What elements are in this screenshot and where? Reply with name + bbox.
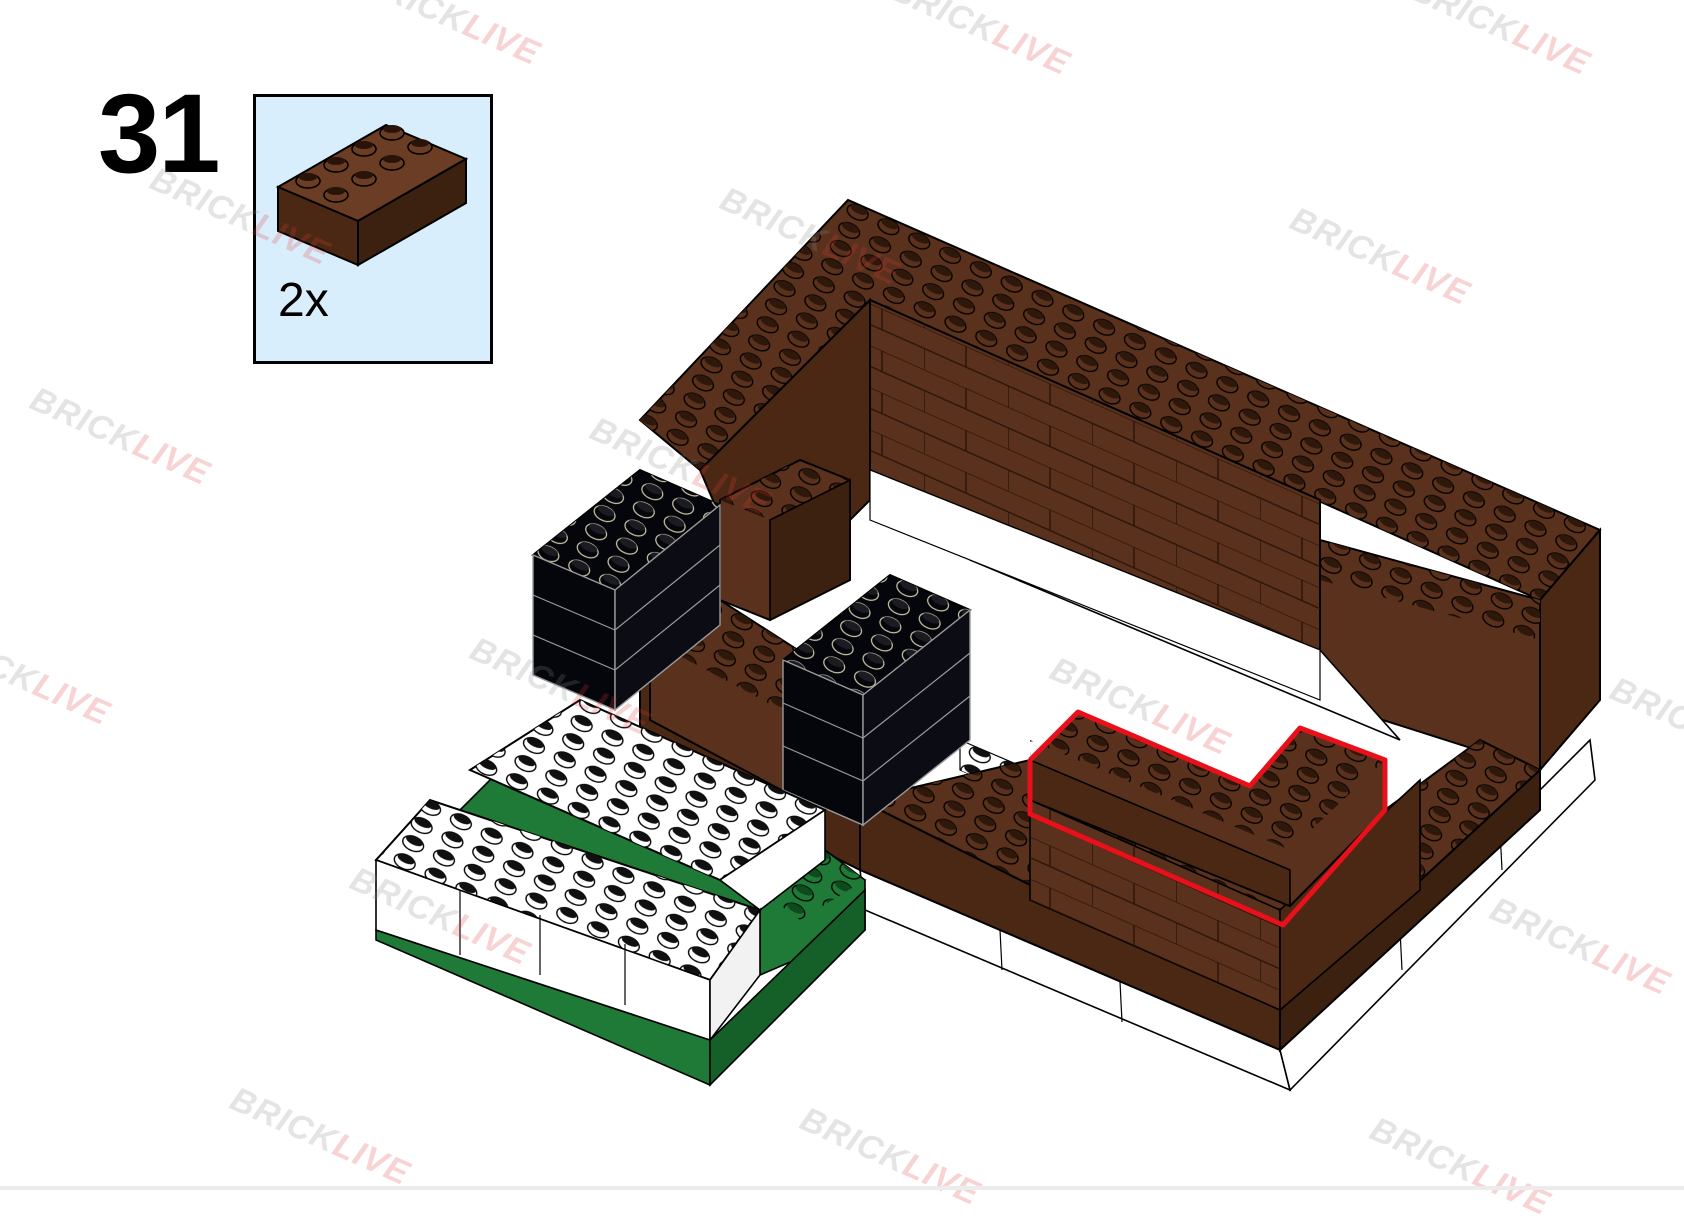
part-quantity: 2x — [278, 274, 329, 327]
white-steps — [374, 698, 828, 1043]
black-tower-right — [781, 573, 972, 827]
highlight-outline — [1027, 709, 1388, 928]
new-bricks-highlight — [1027, 709, 1388, 928]
step-number: 31 — [98, 71, 221, 196]
page-bottom-rule — [0, 1186, 1684, 1190]
parts-callout: 2x — [253, 94, 493, 364]
back-wall-brown — [638, 198, 1602, 773]
black-tower-left — [531, 468, 722, 712]
model-illustration — [374, 198, 1602, 1092]
brick-2x4-icon — [275, 123, 469, 267]
